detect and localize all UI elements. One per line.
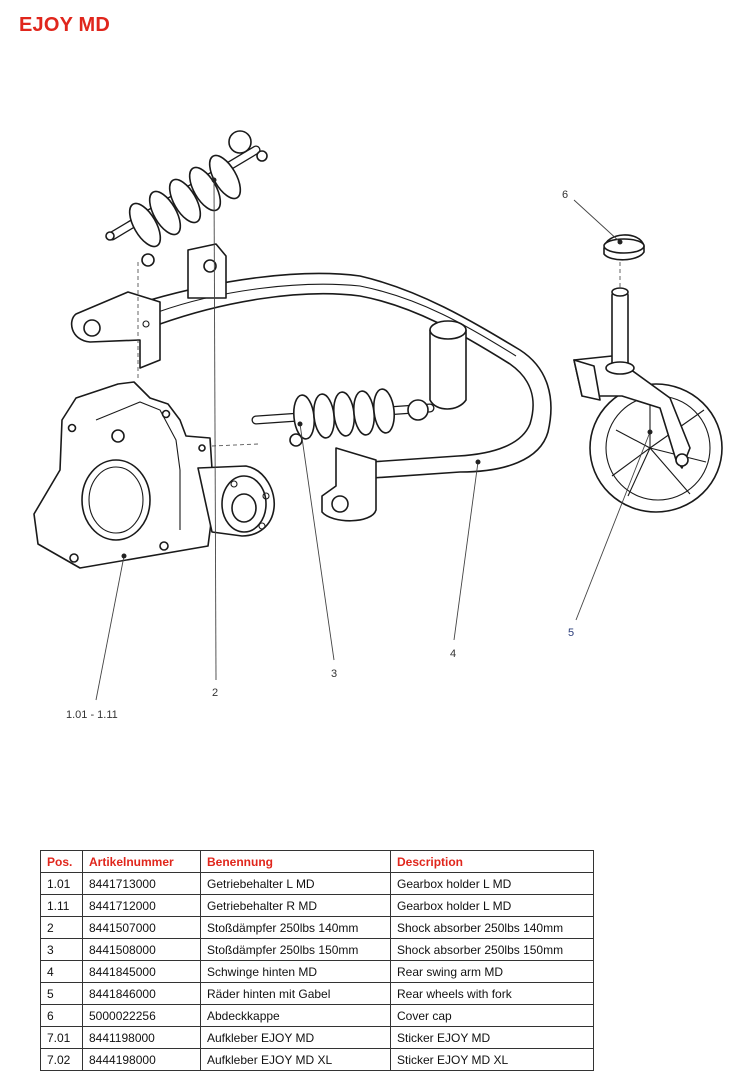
cell-article-number: 8441846000 xyxy=(82,982,201,1005)
cell-benennung: Aufkleber EJOY MD XL xyxy=(200,1048,391,1071)
table-row: 3 8441508000 Stoßdämpfer 250lbs 150mm Sh… xyxy=(40,938,594,961)
cell-pos: 4 xyxy=(40,960,83,983)
swing-arm-lower-bracket xyxy=(321,447,377,522)
shock-absorber-lower-drawing xyxy=(251,388,435,447)
cell-article-number: 8441508000 xyxy=(82,938,201,961)
cell-pos: 5 xyxy=(40,982,83,1005)
page-title: EJOY MD xyxy=(19,14,111,36)
header-description: Description xyxy=(390,850,594,873)
parts-list-table: Pos. Artikelnummer Benennung Description… xyxy=(40,850,594,1071)
table-row: 5 8441846000 Räder hinten mit Gabel Rear… xyxy=(40,982,594,1005)
cell-article-number: 8441713000 xyxy=(82,872,201,895)
header-benennung: Benennung xyxy=(200,850,391,873)
wheel-stem xyxy=(611,291,629,367)
cell-article-number: 8441198000 xyxy=(82,1026,201,1049)
swing-arm-post xyxy=(429,329,467,410)
cell-article-number: 8441507000 xyxy=(82,916,201,939)
cell-benennung: Räder hinten mit Gabel xyxy=(200,982,391,1005)
cell-article-number: 8441845000 xyxy=(82,960,201,983)
cell-benennung: Aufkleber EJOY MD xyxy=(200,1026,391,1049)
cell-description: Shock absorber 250lbs 140mm xyxy=(390,916,594,939)
cell-pos: 3 xyxy=(40,938,83,961)
cell-description: Sticker EJOY MD xyxy=(390,1026,594,1049)
header-pos: Pos. xyxy=(40,850,83,873)
table-header-row: Pos. Artikelnummer Benennung Description xyxy=(40,850,594,873)
cell-benennung: Stoßdämpfer 250lbs 150mm xyxy=(200,938,391,961)
cell-description: Rear wheels with fork xyxy=(390,982,594,1005)
table-row: 1.01 8441713000 Getriebehalter L MD Gear… xyxy=(40,872,594,895)
table-row: 4 8441845000 Schwinge hinten MD Rear swi… xyxy=(40,960,594,983)
gearbox-holder-drawing xyxy=(33,381,275,569)
cell-benennung: Getriebehalter L MD xyxy=(200,872,391,895)
callout-2: 2 xyxy=(212,687,218,699)
cell-description: Gearbox holder L MD xyxy=(390,872,594,895)
cell-description: Rear swing arm MD xyxy=(390,960,594,983)
cell-benennung: Schwinge hinten MD xyxy=(200,960,391,983)
wheel-tire xyxy=(589,383,723,513)
cover-cap-drawing xyxy=(603,234,645,261)
cell-description: Sticker EJOY MD XL xyxy=(390,1048,594,1071)
callout-4: 4 xyxy=(450,648,456,660)
cell-article-number: 8444198000 xyxy=(82,1048,201,1071)
cell-pos: 2 xyxy=(40,916,83,939)
callout-1-01-1-11: 1.01 - 1.11 xyxy=(66,709,118,721)
cell-description: Shock absorber 250lbs 150mm xyxy=(390,938,594,961)
cell-pos: 7.02 xyxy=(40,1048,83,1071)
cell-article-number: 8441712000 xyxy=(82,894,201,917)
table-row: 7.02 8444198000 Aufkleber EJOY MD XL Sti… xyxy=(40,1048,594,1071)
callout-5: 5 xyxy=(568,627,574,639)
table-row: 1.11 8441712000 Getriebehalter R MD Gear… xyxy=(40,894,594,917)
swing-arm-drawing xyxy=(70,243,552,522)
callout-3: 3 xyxy=(331,668,337,680)
table-row: 2 8441507000 Stoßdämpfer 250lbs 140mm Sh… xyxy=(40,916,594,939)
cell-pos: 7.01 xyxy=(40,1026,83,1049)
cell-article-number: 5000022256 xyxy=(82,1004,201,1027)
rear-wheel-drawing xyxy=(573,287,723,513)
exploded-parts-diagram: 1.01 - 1.11 2 3 4 5 6 xyxy=(33,130,723,721)
cell-pos: 1.11 xyxy=(40,894,83,917)
cell-pos: 6 xyxy=(40,1004,83,1027)
shock-absorber-upper-drawing xyxy=(105,130,268,267)
cell-pos: 1.01 xyxy=(40,872,83,895)
callout-6: 6 xyxy=(562,189,568,201)
cell-description: Gearbox holder L MD xyxy=(390,894,594,917)
header-article-number: Artikelnummer xyxy=(82,850,201,873)
table-row: 6 5000022256 Abdeckkappe Cover cap xyxy=(40,1004,594,1027)
table-row: 7.01 8441198000 Aufkleber EJOY MD Sticke… xyxy=(40,1026,594,1049)
cell-description: Cover cap xyxy=(390,1004,594,1027)
cell-benennung: Getriebehalter R MD xyxy=(200,894,391,917)
cell-benennung: Abdeckkappe xyxy=(200,1004,391,1027)
cell-benennung: Stoßdämpfer 250lbs 140mm xyxy=(200,916,391,939)
leader-lines xyxy=(95,177,653,701)
